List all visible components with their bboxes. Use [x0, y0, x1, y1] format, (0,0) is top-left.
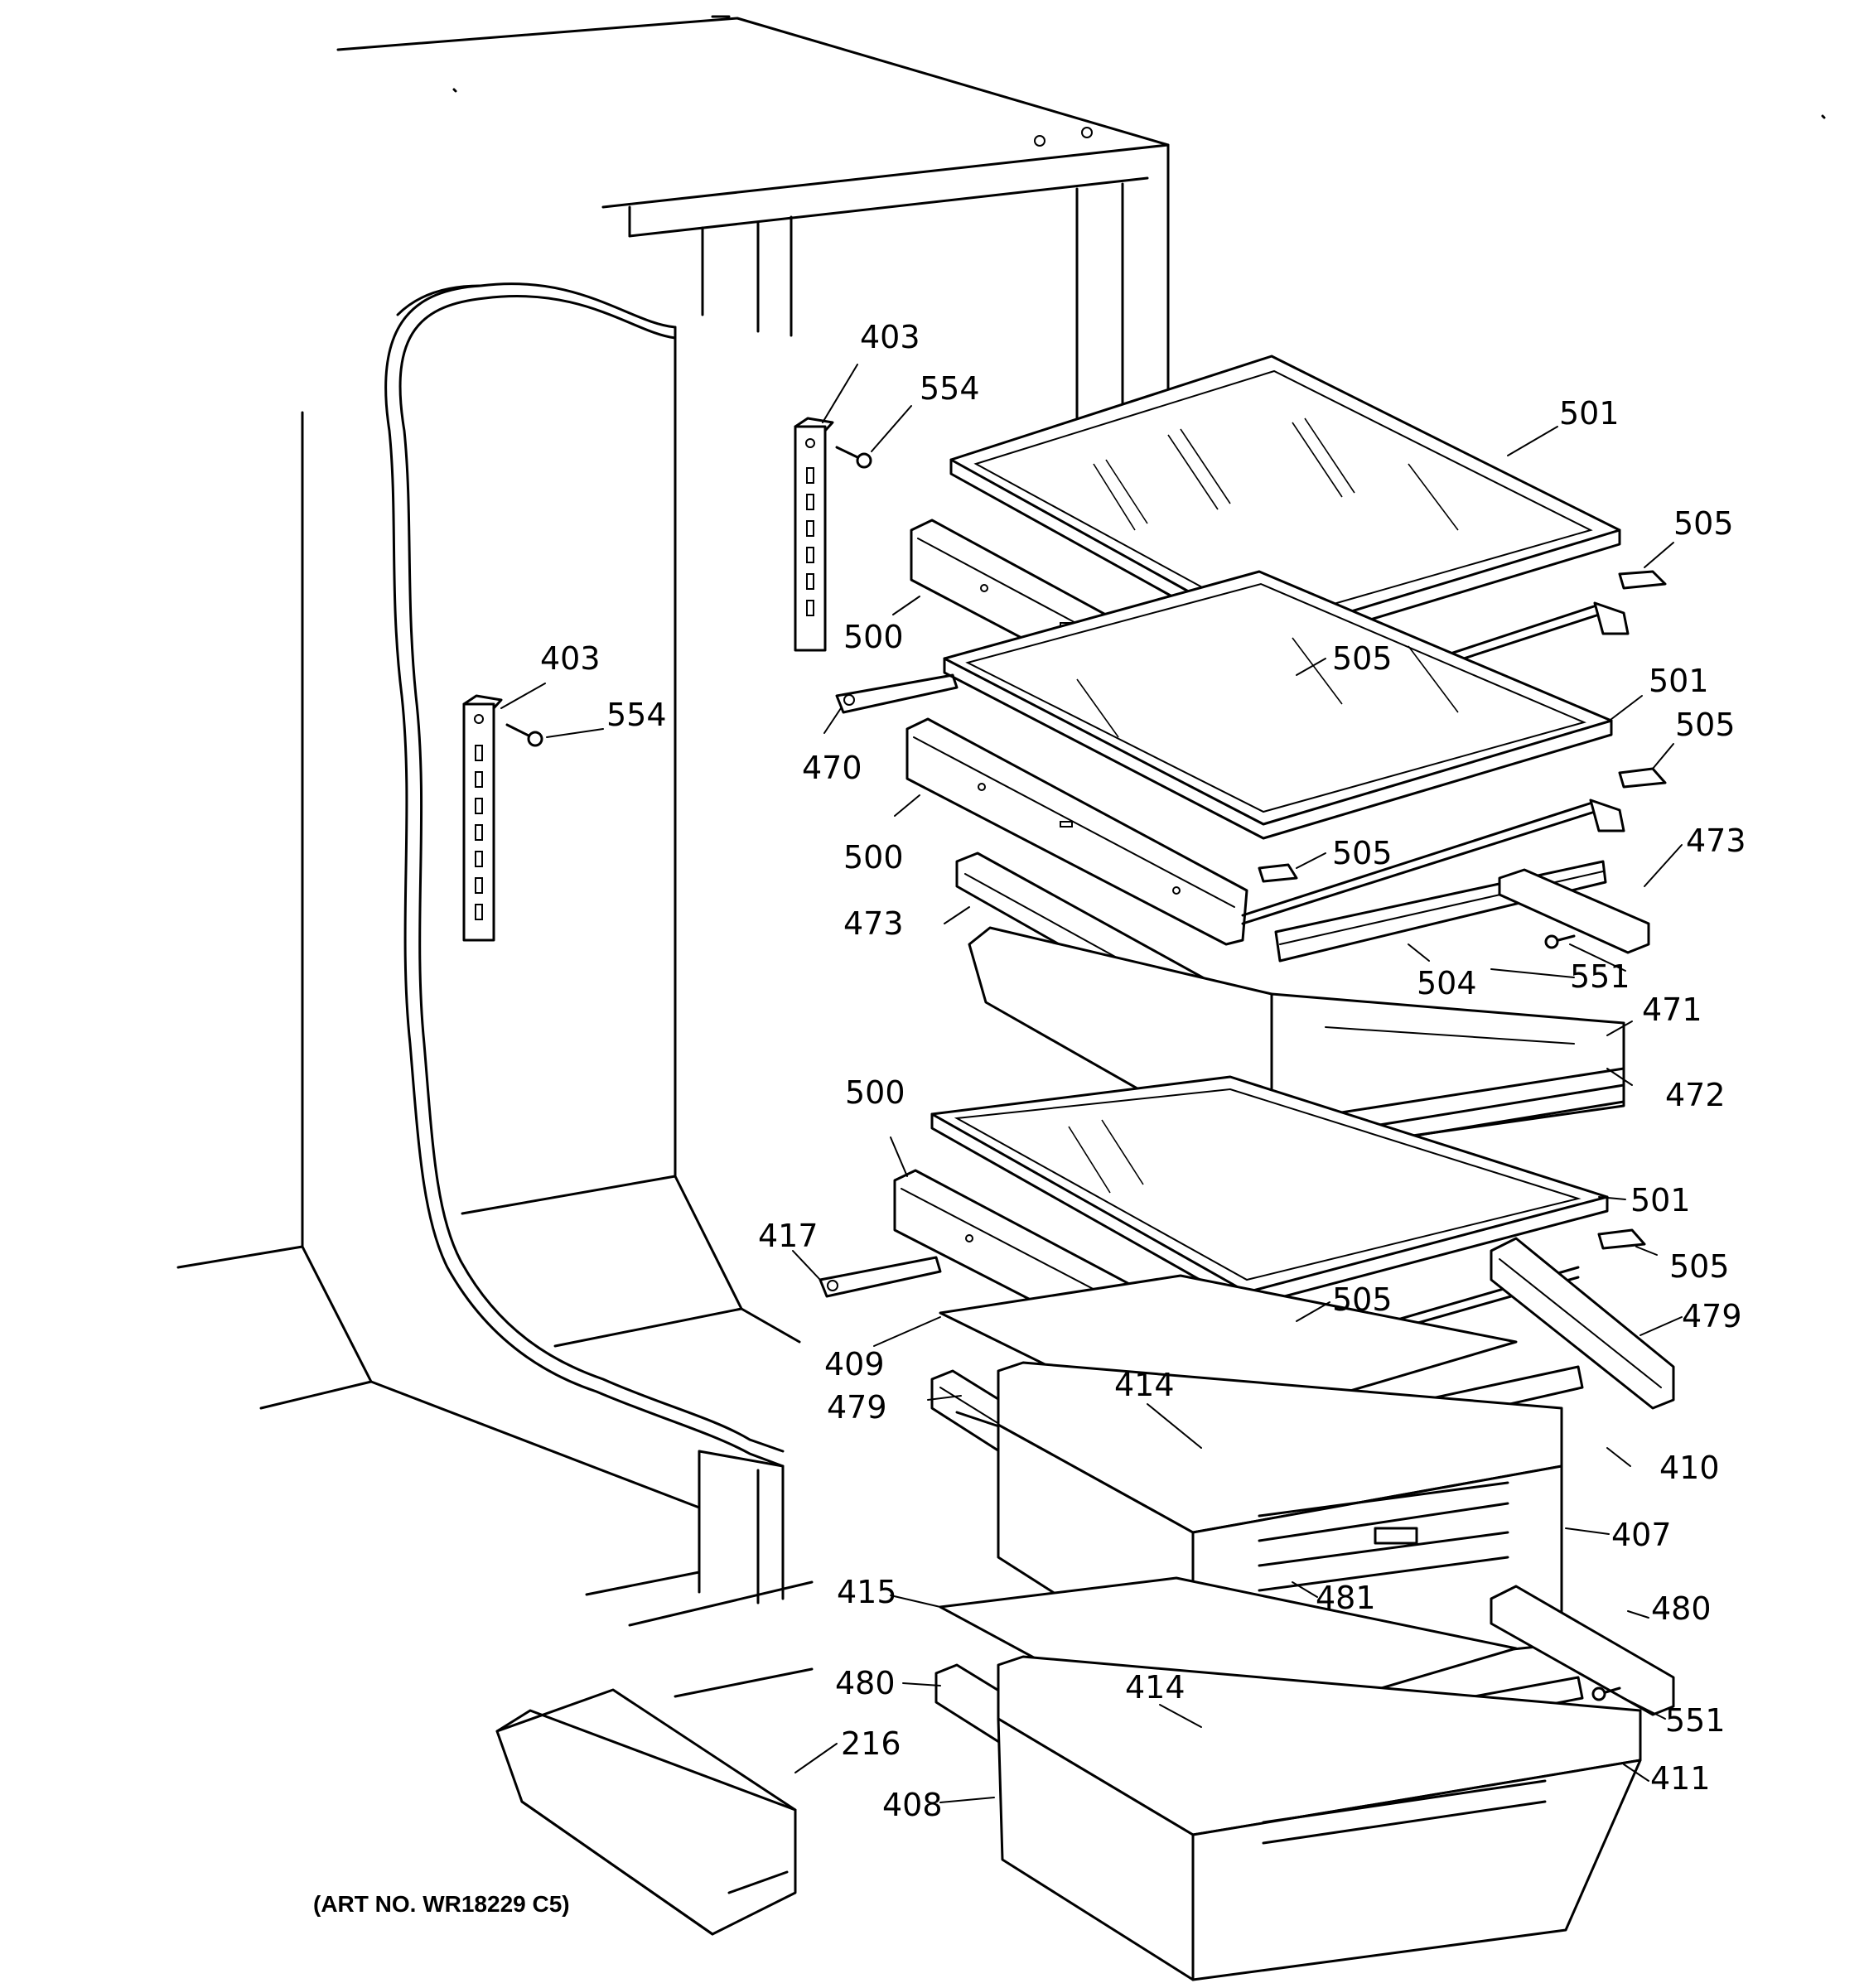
screw-554-rear: [835, 446, 872, 469]
label-473-left: 473: [843, 905, 904, 942]
label-501-top: 501: [1559, 395, 1620, 432]
screw-551-upper: [1544, 934, 1576, 949]
lower-drawer: [997, 1655, 1642, 1981]
label-403-rear: 403: [860, 319, 920, 355]
label-505-e: 505: [1669, 1248, 1730, 1285]
stop-505-a: [1618, 570, 1667, 590]
label-500-lower: 500: [845, 1074, 905, 1111]
stop-505-c: [1618, 767, 1667, 789]
refrigerator-cabinet: [176, 15, 1826, 1698]
door-bin-216: [495, 1688, 797, 1936]
label-473-right: 473: [1686, 823, 1746, 859]
shelf-rail-470: [835, 673, 959, 714]
label-505-f: 505: [1332, 1281, 1393, 1318]
label-501-lower: 501: [1630, 1182, 1691, 1218]
label-500-middle: 500: [843, 839, 904, 876]
label-407: 407: [1611, 1517, 1672, 1553]
label-554-rear: 554: [920, 370, 980, 407]
label-417: 417: [758, 1218, 819, 1254]
crisper-cover-bracket-right: [1498, 868, 1650, 954]
label-414-lower: 414: [1125, 1669, 1186, 1706]
screw-551-lower: [1591, 1686, 1621, 1701]
label-551-lower: 551: [1665, 1702, 1726, 1739]
art-number-caption: (ART NO. WR18229 C5): [313, 1891, 570, 1917]
label-479-left: 479: [827, 1389, 887, 1426]
label-470: 470: [802, 750, 862, 786]
label-501-middle: 501: [1649, 663, 1709, 699]
callout-labels: 403 554 403 554 501 505 500 505 501 505 …: [540, 319, 1746, 1823]
drawer-slide-480-right: [1490, 1585, 1675, 1716]
label-411: 411: [1650, 1760, 1711, 1797]
screw-554-side: [505, 723, 543, 747]
label-471: 471: [1642, 992, 1702, 1028]
label-216: 216: [841, 1725, 901, 1762]
label-408: 408: [882, 1787, 943, 1823]
label-480-left: 480: [835, 1665, 896, 1701]
drawer-slide-479-right: [1490, 1237, 1675, 1410]
label-415: 415: [837, 1574, 897, 1610]
label-554-side: 554: [606, 697, 667, 733]
label-551-upper: 551: [1570, 958, 1630, 995]
stop-505-e: [1597, 1228, 1646, 1250]
shelf-ladder-rear: [794, 417, 834, 652]
label-409: 409: [824, 1346, 885, 1382]
shelf-rail-417: [819, 1256, 942, 1298]
glass-shelf-middle: [943, 570, 1613, 840]
shelf-frame-middle: [905, 717, 1625, 946]
label-505-b: 505: [1332, 640, 1393, 677]
glass-shelf-top: [949, 355, 1621, 652]
label-472: 472: [1665, 1077, 1726, 1113]
label-481: 481: [1316, 1580, 1376, 1616]
label-403-side: 403: [540, 640, 601, 677]
label-479-right: 479: [1682, 1298, 1742, 1334]
label-504: 504: [1417, 965, 1477, 1001]
label-505-c: 505: [1675, 707, 1736, 743]
leader-lines: [500, 364, 1683, 1803]
stop-505-d: [1258, 863, 1298, 883]
label-414-upper: 414: [1114, 1367, 1175, 1403]
label-505-d: 505: [1332, 835, 1393, 871]
label-480-right: 480: [1651, 1590, 1712, 1627]
label-410: 410: [1659, 1450, 1720, 1486]
shelf-ladder-side: [462, 694, 503, 942]
label-505-a: 505: [1673, 505, 1734, 542]
label-500-top: 500: [843, 619, 904, 655]
